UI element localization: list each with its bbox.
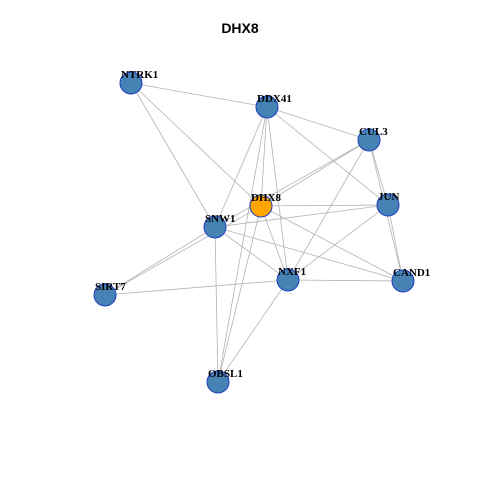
edge-ntrk1-ddx41 [130, 82, 268, 108]
node-label-sirt7: SIRT7 [95, 281, 126, 293]
node-label-cul3: CUL3 [359, 126, 388, 138]
node-nxf1 [276, 268, 300, 292]
node-ntrk1 [119, 71, 143, 95]
node-ddx41 [255, 95, 279, 119]
edge-ddx41-nxf1 [266, 106, 289, 281]
edge-ddx41-obsl1 [217, 106, 268, 383]
edge-cul3-nxf1 [287, 139, 370, 281]
edge-ddx41-dhx8 [260, 106, 268, 207]
edge-snw1-sirt7 [104, 226, 216, 296]
edge-snw1-cand1 [214, 226, 404, 282]
node-obsl1 [206, 370, 230, 394]
node-label-dhx8: DHX8 [251, 192, 281, 204]
edge-dhx8-jun [260, 204, 389, 207]
node-label-ntrk1: NTRK1 [121, 69, 158, 81]
edge-ntrk1-dhx8 [130, 82, 262, 207]
edge-ntrk1-snw1 [130, 82, 216, 228]
edge-ddx41-snw1 [214, 106, 268, 228]
edge-dhx8-obsl1 [217, 205, 262, 383]
node-label-snw1: SNW1 [205, 213, 236, 225]
edge-ddx41-jun [266, 106, 389, 206]
edge-nxf1-obsl1 [217, 279, 289, 383]
edge-cul3-snw1 [214, 139, 370, 228]
node-label-nxf1: NXF1 [278, 266, 306, 278]
edge-nxf1-cand1 [287, 279, 404, 282]
edge-sirt7-dhx8 [104, 205, 262, 296]
node-dhx8 [249, 194, 273, 218]
edge-jun-cand1 [387, 204, 404, 282]
edge-snw1-nxf1 [214, 226, 289, 281]
node-label-jun: JUN [378, 191, 399, 203]
node-sirt7 [93, 283, 117, 307]
edge-layer [104, 82, 404, 383]
edge-snw1-obsl1 [214, 226, 219, 383]
edge-jun-snw1 [214, 204, 389, 228]
node-cul3 [357, 128, 381, 152]
node-cand1 [391, 269, 415, 293]
node-label-cand1: CAND1 [393, 267, 430, 279]
edge-cul3-dhx8 [260, 139, 370, 207]
edge-nxf1-sirt7 [104, 279, 289, 296]
edge-ddx41-cul3 [266, 106, 370, 141]
node-label-ddx41: DDX41 [257, 93, 292, 105]
node-jun [376, 193, 400, 217]
edge-jun-nxf1 [287, 204, 389, 281]
plot-title: DHX8 [221, 20, 259, 36]
node-layer [93, 71, 415, 394]
node-label-obsl1: OBSL1 [208, 368, 243, 380]
node-snw1 [203, 215, 227, 239]
edge-dhx8-nxf1 [260, 205, 289, 281]
